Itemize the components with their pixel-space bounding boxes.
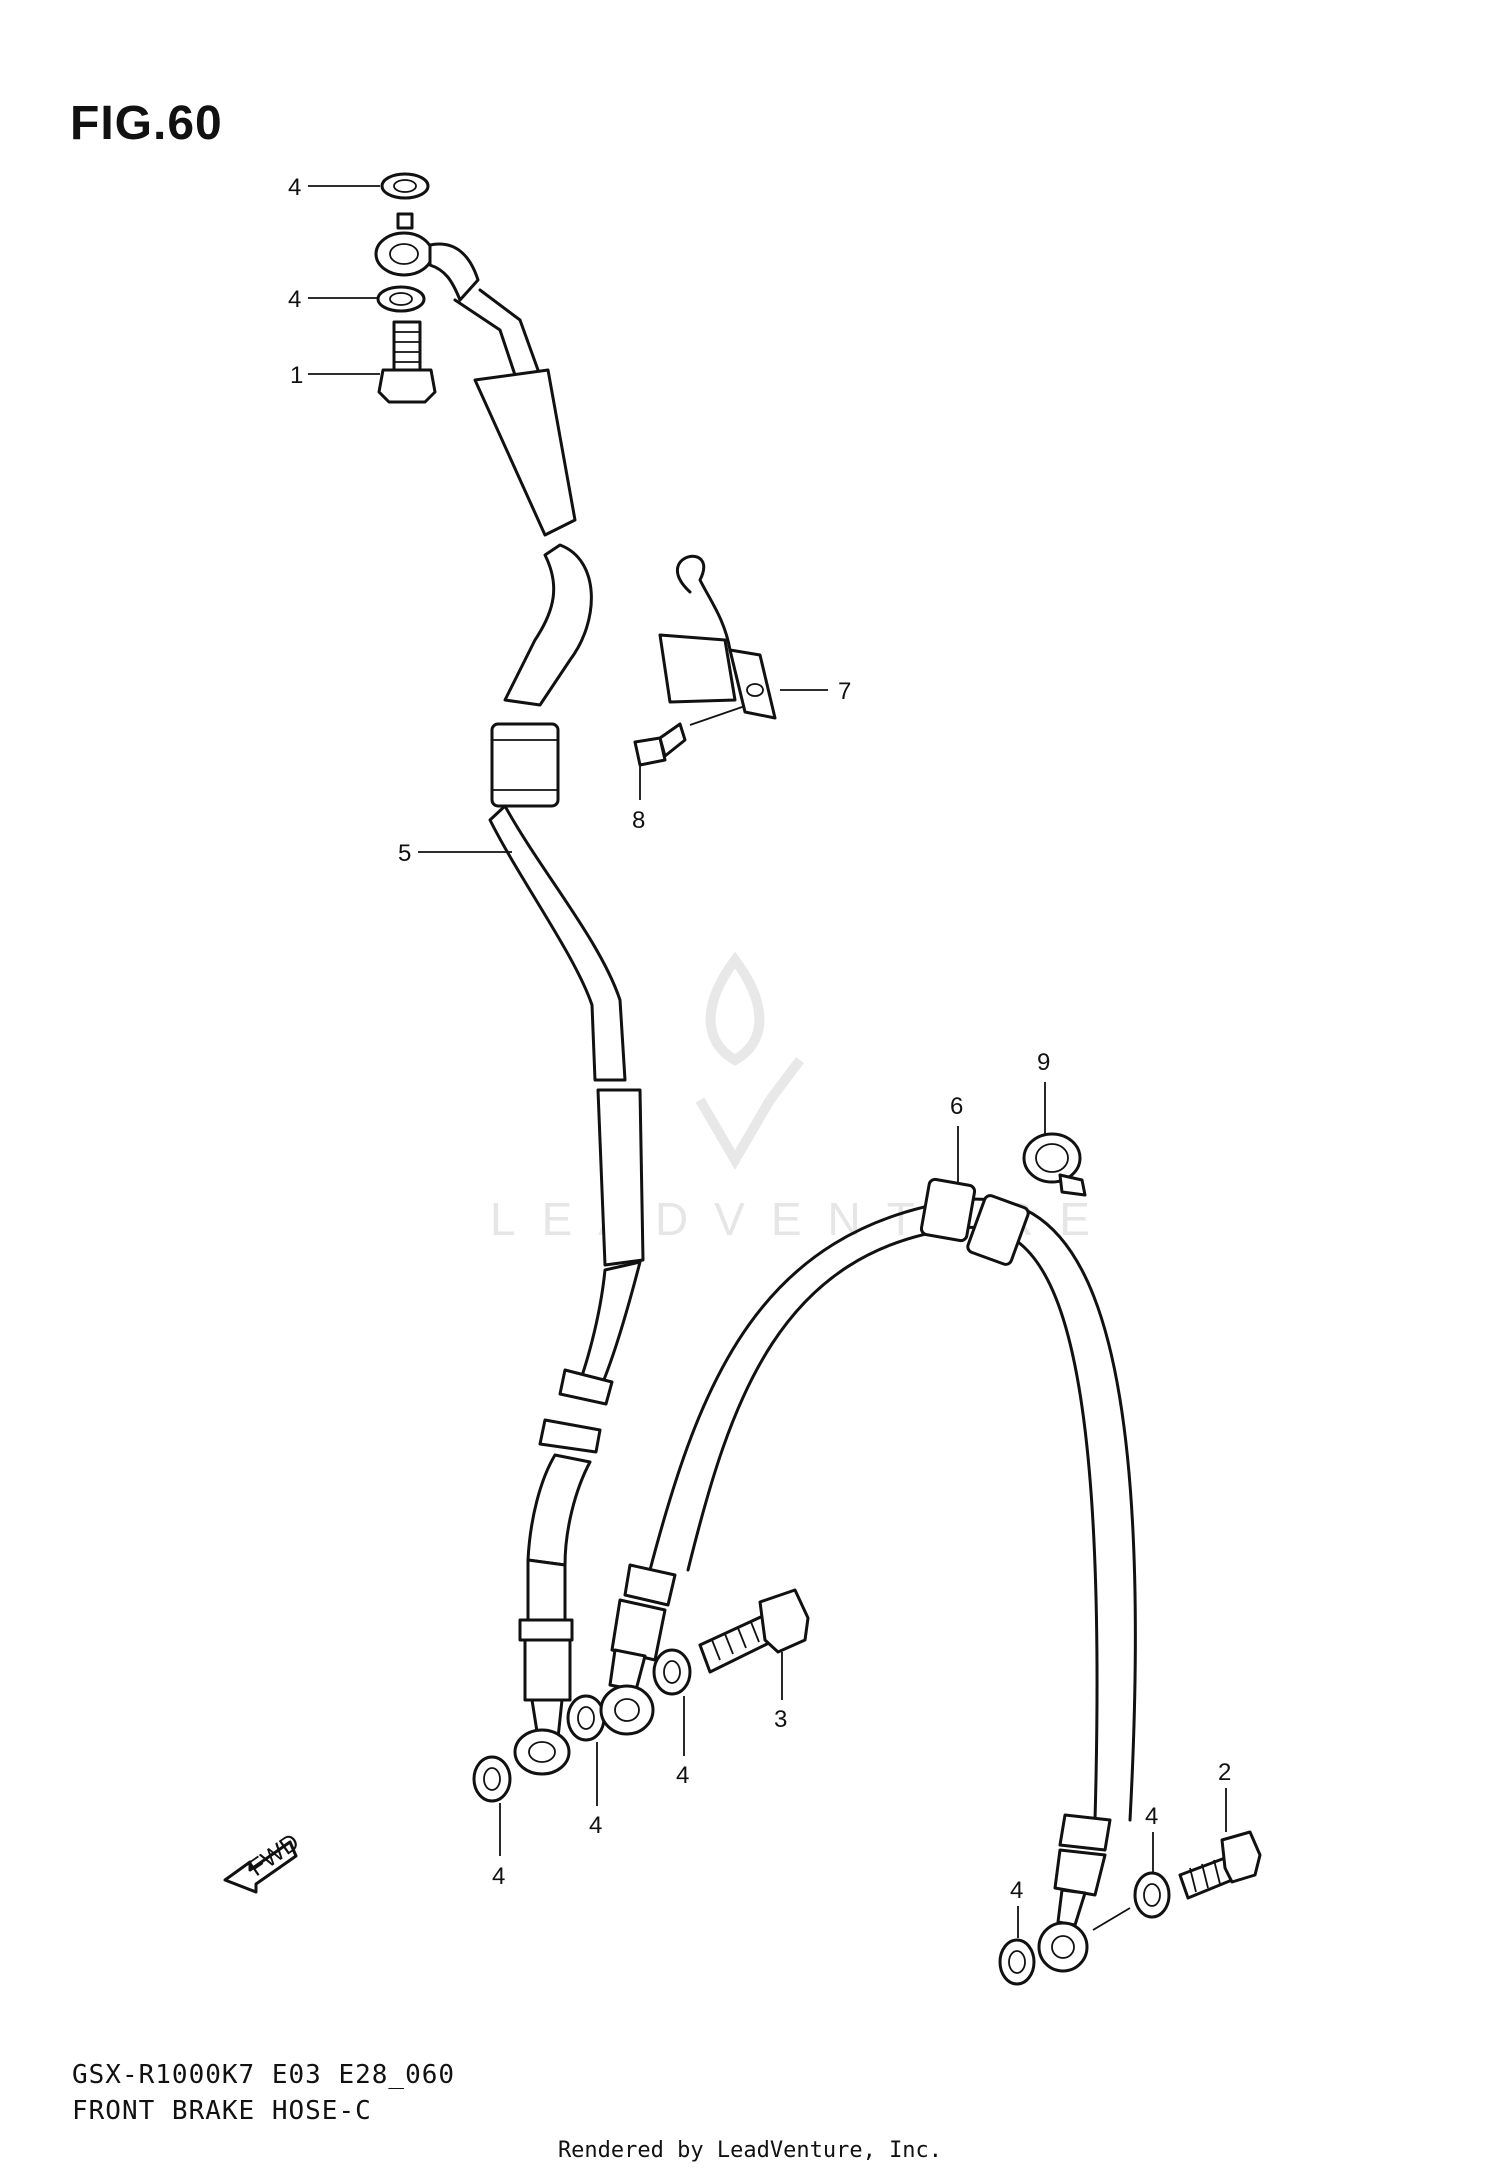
banjo-eye-middle bbox=[599, 1684, 655, 1736]
part-name-caption: FRONT BRAKE HOSE-C bbox=[72, 2096, 372, 2126]
callout-4-middle: 4 bbox=[676, 1762, 689, 1789]
washer-top-1 bbox=[380, 172, 430, 200]
hose-clamp-9 bbox=[1022, 1132, 1087, 1197]
callout-4-left-1: 4 bbox=[492, 1863, 505, 1890]
callout-4-second: 4 bbox=[288, 286, 301, 313]
callout-2: 2 bbox=[1218, 1759, 1231, 1786]
callout-4-top: 4 bbox=[288, 174, 301, 201]
model-code-caption: GSX-R1000K7 E03 E28_060 bbox=[72, 2060, 456, 2090]
forward-arrow-icon: FWD bbox=[223, 1828, 304, 1894]
callout-9: 9 bbox=[1037, 1049, 1050, 1076]
upper-hose-assembly bbox=[374, 172, 645, 1776]
callout-5: 5 bbox=[398, 840, 411, 867]
washer-right-1 bbox=[998, 1938, 1036, 1986]
callout-3: 3 bbox=[774, 1706, 787, 1733]
figure-title: FIG.60 bbox=[70, 97, 223, 150]
callout-4-right-1: 4 bbox=[1010, 1877, 1023, 1904]
banjo-bolt-2 bbox=[1178, 1830, 1262, 1900]
hose-5-segment-1 bbox=[473, 368, 577, 537]
banjo-eye-left bbox=[513, 1728, 571, 1776]
washer-middle bbox=[652, 1648, 692, 1696]
watermark-logo bbox=[695, 951, 804, 1170]
hose-6-collar bbox=[919, 1177, 977, 1243]
washer-left-1 bbox=[472, 1755, 512, 1803]
banjo-bolt-3 bbox=[698, 1588, 810, 1674]
banjo-eye-right bbox=[1037, 1921, 1089, 1973]
callout-8: 8 bbox=[632, 807, 645, 834]
callout-4-right-2: 4 bbox=[1145, 1803, 1158, 1830]
callouts: 4 4 1 5 7 8 9 6 3 4 4 4 4 4 2 bbox=[288, 174, 1231, 1938]
washer-right-2 bbox=[1133, 1871, 1171, 1919]
callout-4-left-2: 4 bbox=[589, 1812, 602, 1839]
hose-5-segment-4 bbox=[596, 1088, 645, 1267]
washer-left-2 bbox=[566, 1694, 606, 1742]
hose-5-segment-2 bbox=[503, 543, 593, 707]
fwd-label: FWD bbox=[244, 1828, 304, 1881]
banjo-eye-top bbox=[374, 231, 434, 277]
rendered-by-footer: Rendered by LeadVenture, Inc. bbox=[557, 2138, 943, 2163]
banjo-bolt-1 bbox=[377, 320, 437, 404]
bolt-8 bbox=[633, 705, 746, 767]
hose-grommet bbox=[490, 722, 560, 808]
banjo-nipple bbox=[396, 212, 414, 230]
callout-7: 7 bbox=[838, 678, 851, 705]
lower-hose-assembly bbox=[599, 1177, 1137, 1973]
hose-bracket-7 bbox=[658, 554, 777, 720]
washer-top-2 bbox=[376, 285, 426, 313]
callout-6: 6 bbox=[950, 1093, 963, 1120]
hose-5-segment-3 bbox=[488, 804, 627, 1082]
callout-1: 1 bbox=[290, 362, 303, 389]
